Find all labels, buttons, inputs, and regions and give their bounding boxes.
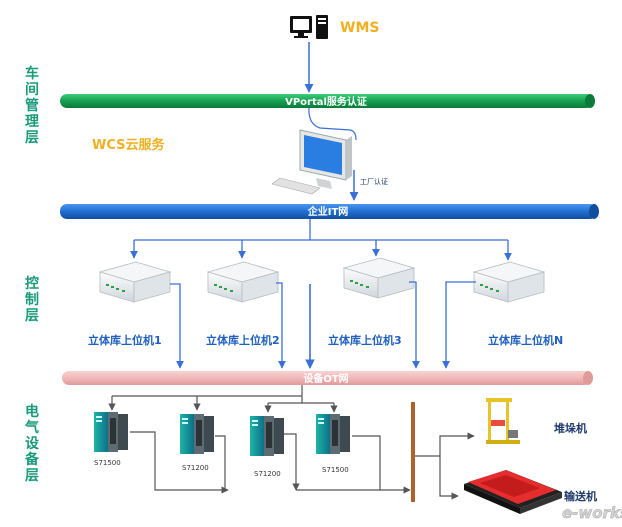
plc-to-bus-lines [130,431,411,494]
it-distribution-lines [130,219,512,261]
host-label-n: 立体库上位机N [488,333,563,347]
layer-label-electrical: 电气设备层 [25,404,39,484]
enterprise-it-bar: 企业IT网 [60,204,599,219]
stacker-label: 堆垛机 [554,421,587,435]
enterprise-it-bar-label: 企业IT网 [307,205,349,218]
plc-module-icon [94,412,128,452]
host-label-2: 立体库上位机2 [206,333,280,347]
layer-label-control: 控制层 [25,276,39,324]
wms-computer-icon [290,15,328,39]
layer-label-workshop: 车间管理层 [25,66,39,146]
bus-to-equipment-lines [415,432,475,500]
wcs-desktop-computer-icon [271,129,352,195]
stacker-crane-icon [486,398,520,444]
host-server-icon [98,261,172,303]
host-server-icon [472,261,546,303]
plc-label-1: S71500 [94,459,121,467]
plc-modules [94,412,350,456]
vportal-bar-label: VPortal服务认证 [285,95,367,108]
conveyor-label: 输送机 [564,489,597,503]
device-ot-bar-label: 设备OT网 [303,372,348,385]
wcs-cloud-label: WCS云服务 [92,137,165,153]
conveyor-icon [464,470,562,514]
ot-to-plc-lines [108,385,338,413]
vportal-bar: VPortal服务认证 [60,94,595,108]
wms-label: WMS [340,20,379,36]
device-ot-bar: 设备OT网 [62,371,593,385]
field-bus [411,402,415,502]
plc-module-icon [250,416,284,456]
host-server-icon [206,261,280,303]
host-server-icon [342,257,416,299]
plc-label-4: S71500 [322,466,349,474]
plc-label-3: S71200 [254,470,281,478]
e-works-watermark: e-works [562,504,622,522]
vportal-to-wcs-connector [308,107,357,141]
factory-auth-label: 工厂认证 [360,177,388,186]
host-label-1: 立体库上位机1 [88,333,162,347]
plc-module-icon [316,414,350,454]
host-to-ot-lines [170,281,476,369]
plc-module-icon [180,414,214,454]
host-servers [98,257,546,303]
host-label-3: 立体库上位机3 [328,333,402,347]
plc-label-2: S71200 [182,464,209,472]
